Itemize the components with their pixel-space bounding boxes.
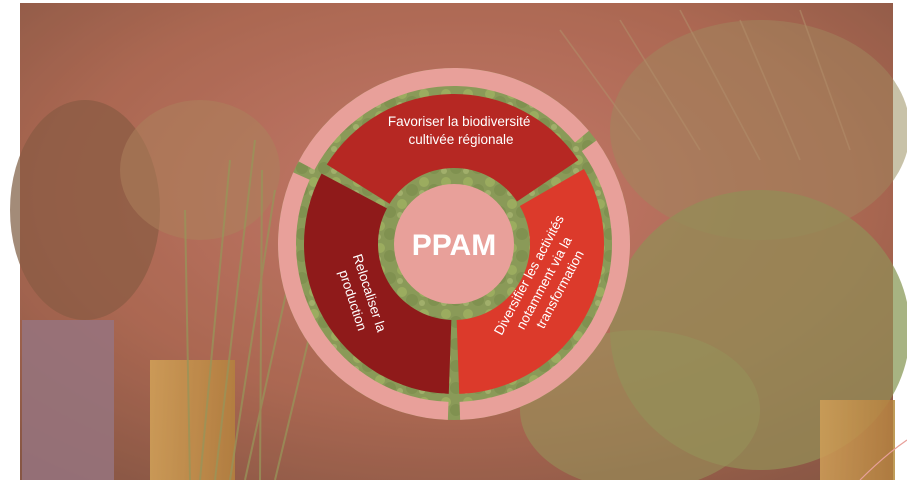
outer-ring-arc <box>459 140 631 420</box>
center-disc <box>394 184 514 304</box>
segment-biodiversity <box>326 93 579 204</box>
center-label: PPAM <box>412 229 496 262</box>
segment-label-biodiversity: Favoriser la biodiversité cultivée régio… <box>388 114 534 147</box>
outer-ring-arc <box>278 172 449 420</box>
segments-group <box>304 93 604 394</box>
outer-ring <box>278 67 631 420</box>
outer-ring-arc <box>298 67 589 170</box>
segment-diversify <box>456 169 604 394</box>
segment-relocalize <box>304 173 452 394</box>
